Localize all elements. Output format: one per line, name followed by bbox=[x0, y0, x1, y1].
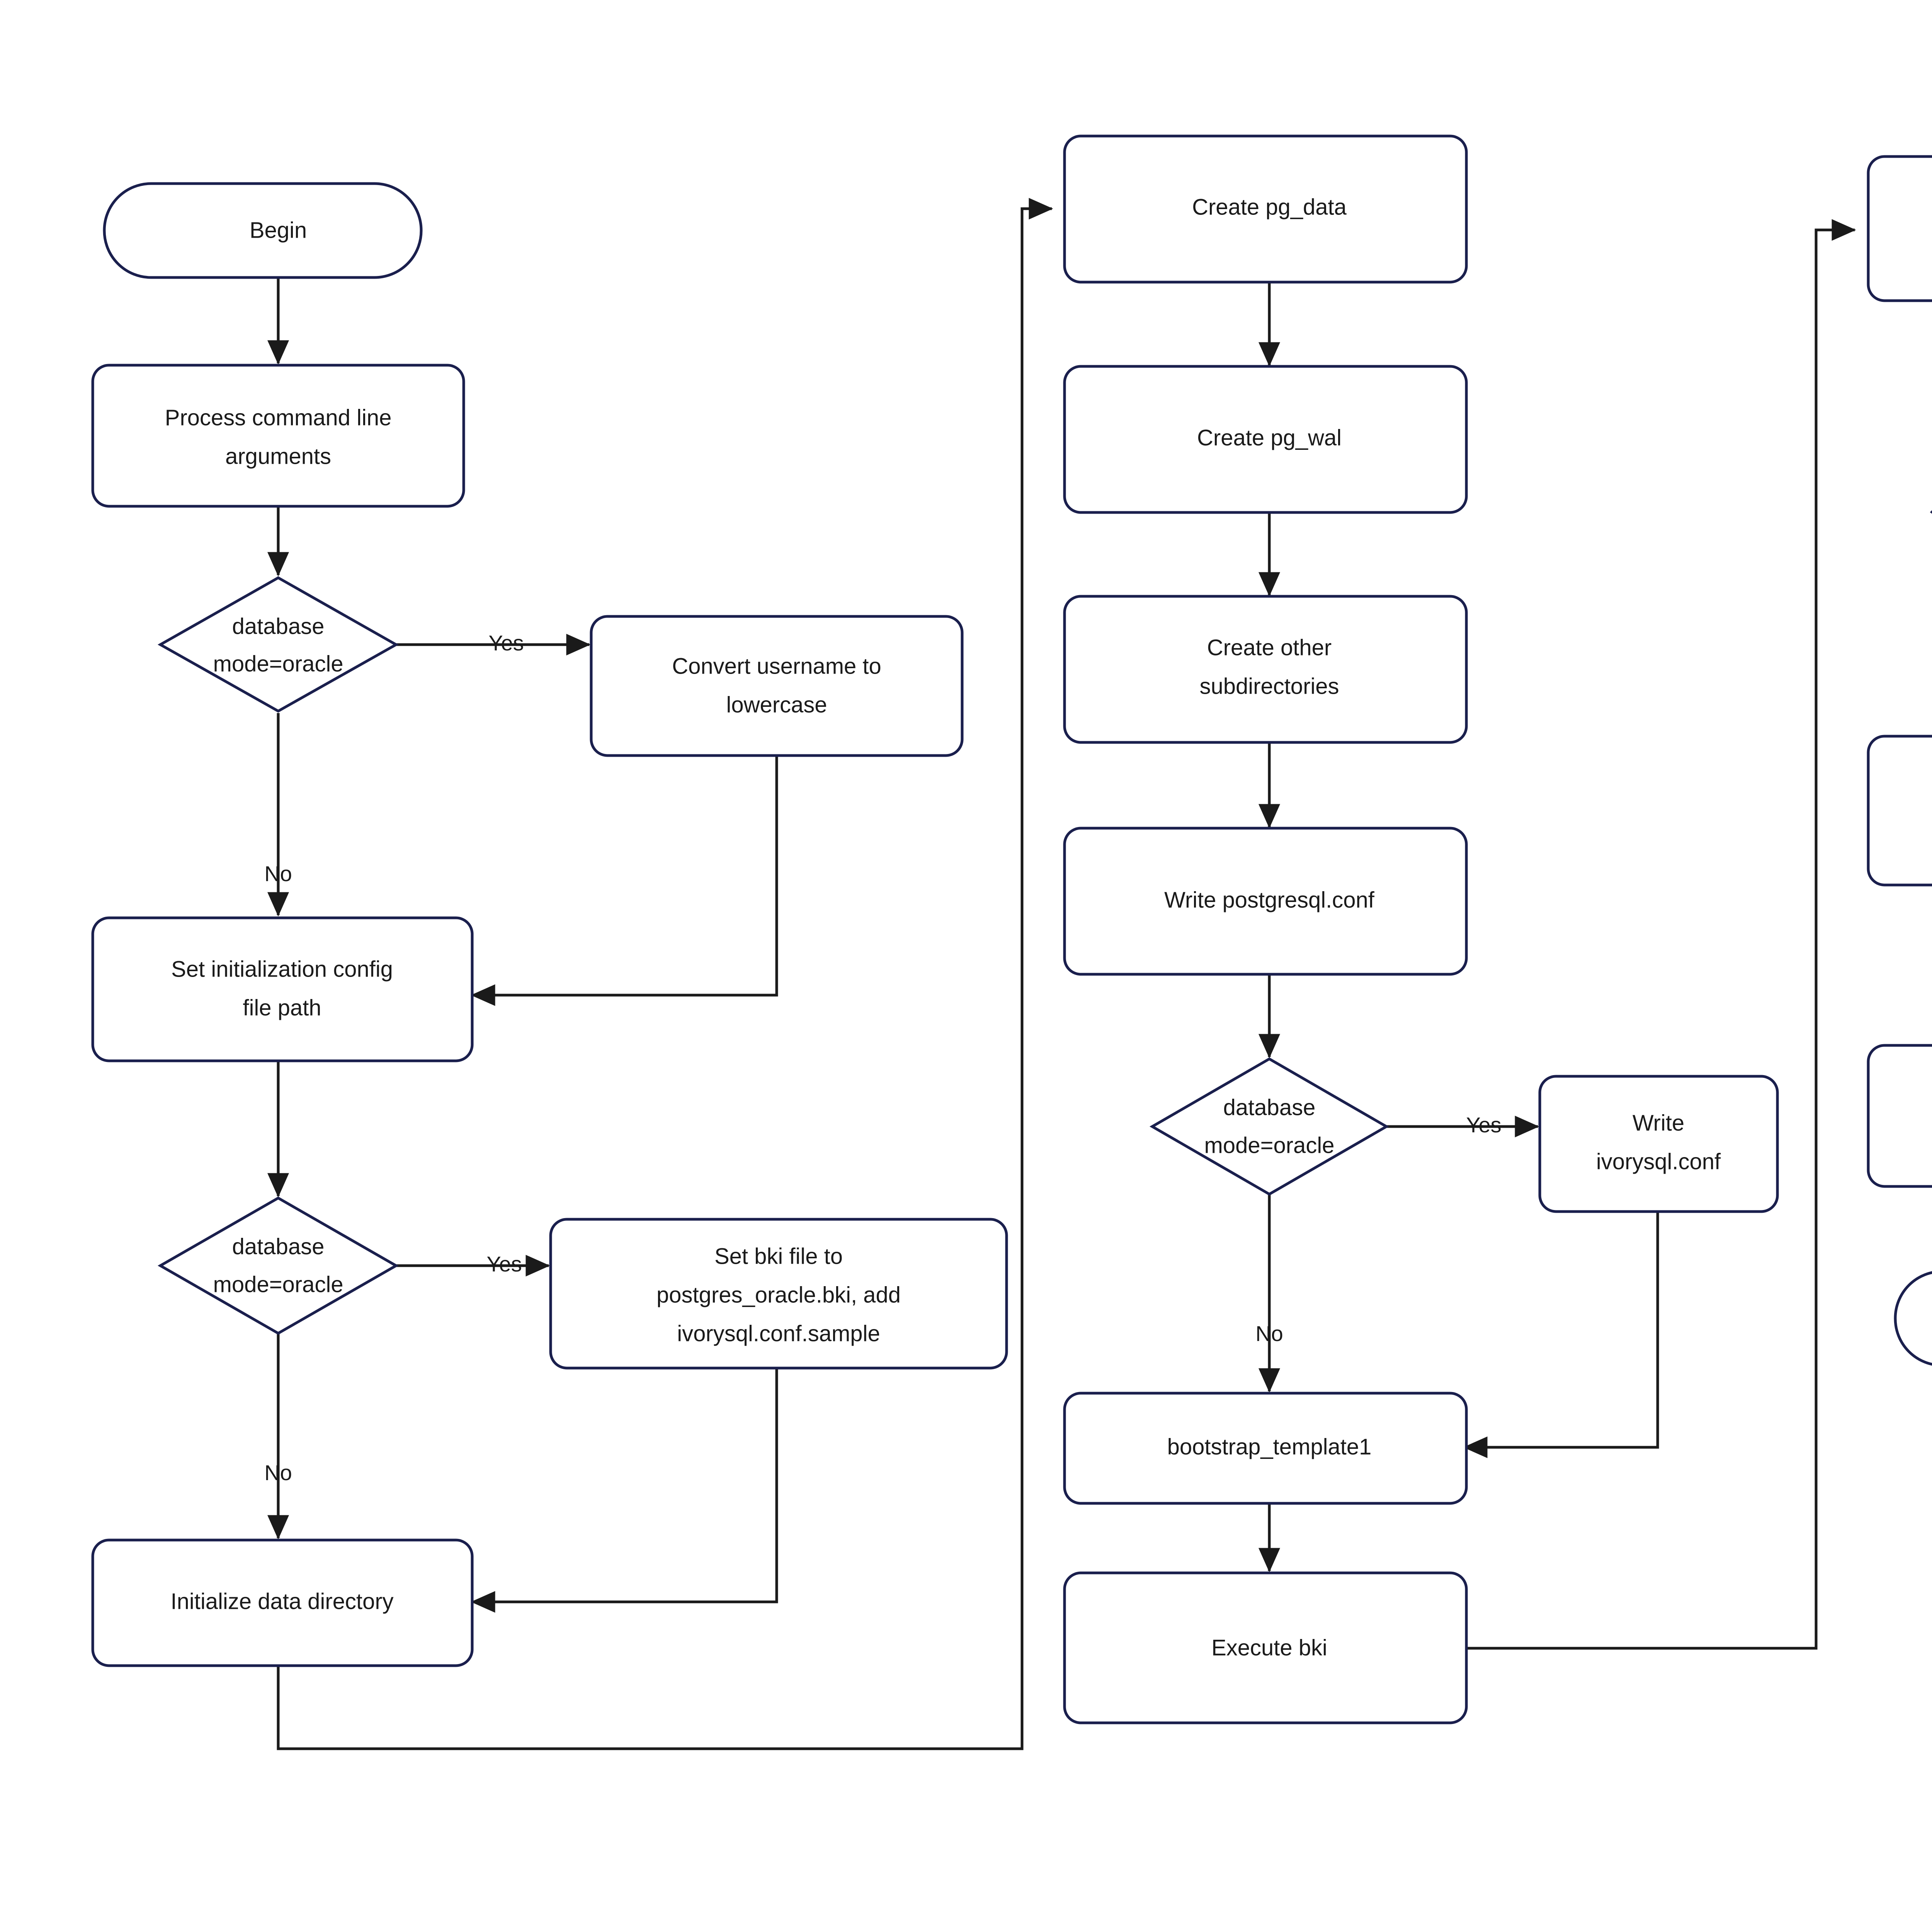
decision3-label-line2: mode=oracle bbox=[1204, 1133, 1335, 1158]
execute-bki-shape bbox=[1063, 1571, 1468, 1724]
set-bki-label-line3: ivorysql.conf.sample bbox=[677, 1321, 880, 1346]
edge-init-data-dir-to-create-pg-data bbox=[277, 198, 1053, 1750]
edge-label-yes-3: Yes bbox=[1466, 1113, 1501, 1137]
convert-username-label-line1: Convert username to bbox=[672, 654, 881, 679]
create-other-subdirs-label-line2: subdirectories bbox=[1199, 674, 1339, 699]
write-postgresql-conf-label: Write postgresql.conf bbox=[1164, 887, 1375, 912]
edge-label-no-1: No bbox=[264, 861, 292, 886]
decision3-label-line1: database bbox=[1223, 1095, 1316, 1120]
create-other-subdirs-label-line1: Create other bbox=[1207, 635, 1332, 660]
edge-labels: Yes No Yes No Yes No Yes No bbox=[264, 631, 1501, 1485]
node-create-pg-wal[interactable]: Create pg_wal bbox=[1063, 365, 1468, 514]
decision3-shape bbox=[1150, 1057, 1389, 1196]
end-shape bbox=[1894, 1271, 1932, 1366]
init-data-dir-label: Initialize data directory bbox=[170, 1589, 393, 1614]
execute-bki-label: Execute bki bbox=[1211, 1635, 1327, 1660]
node-bootstrap-template1[interactable]: bootstrap_template1 bbox=[1063, 1392, 1468, 1505]
process-args-shape bbox=[91, 364, 465, 508]
node-create-other-subdirectories[interactable]: Create other subdirectories bbox=[1063, 595, 1468, 744]
set-bki-label-line1: Set bki file to bbox=[714, 1244, 843, 1269]
create-pg-wal-shape bbox=[1063, 365, 1468, 514]
connectors bbox=[267, 198, 1856, 1750]
process-args-label-line2: arguments bbox=[225, 444, 331, 469]
write-ivorysql-conf-label-line2: ivorysql.conf bbox=[1596, 1149, 1721, 1174]
node-decision-database-mode-oracle-2[interactable]: database mode=oracle bbox=[157, 1196, 399, 1335]
set-init-config-shape bbox=[91, 916, 474, 1062]
init-db-objects-shape bbox=[1867, 155, 1932, 302]
set-init-config-label-line2: file path bbox=[243, 995, 321, 1020]
decision2-label-line1: database bbox=[232, 1234, 325, 1259]
bootstrap-template1-label: bootstrap_template1 bbox=[1167, 1434, 1372, 1459]
write-ivorysql-conf-label-line1: Write bbox=[1633, 1110, 1684, 1135]
node-set-initialization-config-file-path[interactable]: Set initialization config file path bbox=[91, 916, 474, 1062]
edge-write-ivorysql-conf-to-bootstrap-template1 bbox=[1463, 1212, 1659, 1458]
process-args-label-line1: Process command line bbox=[165, 405, 392, 430]
write-ivorysql-conf-shape bbox=[1538, 1075, 1779, 1213]
print-completion-shape bbox=[1867, 1044, 1932, 1188]
decision1-label-line1: database bbox=[232, 614, 325, 639]
init-data-dir-shape bbox=[91, 1538, 474, 1667]
node-create-pg-data[interactable]: Create pg_data bbox=[1063, 134, 1468, 284]
node-set-bki-file[interactable]: Set bki file to postgres_oracle.bki, add… bbox=[549, 1218, 1008, 1370]
node-execute-bki[interactable]: Execute bki bbox=[1063, 1571, 1468, 1724]
convert-username-shape bbox=[590, 615, 964, 757]
node-begin[interactable]: Begin bbox=[103, 182, 423, 279]
create-other-subdirs-shape bbox=[1063, 595, 1468, 744]
write-postgresql-conf-shape bbox=[1063, 827, 1468, 976]
decision2-label-line2: mode=oracle bbox=[213, 1272, 344, 1297]
bootstrap-template1-shape bbox=[1063, 1392, 1468, 1505]
node-process-command-line-arguments[interactable]: Process command line arguments bbox=[91, 364, 465, 508]
edge-label-yes-2: Yes bbox=[486, 1252, 522, 1276]
set-bki-label-line2: postgres_oracle.bki, add bbox=[656, 1282, 901, 1307]
create-pg-data-shape bbox=[1063, 134, 1468, 284]
node-end[interactable]: End bbox=[1894, 1271, 1932, 1366]
set-init-config-label-line1: Set initialization config bbox=[171, 956, 393, 982]
create-pg-wal-label: Create pg_wal bbox=[1197, 425, 1342, 450]
node-load-databases[interactable]: Load template0, postgres, ivorysql datab… bbox=[1867, 735, 1932, 887]
create-pg-data-label: Create pg_data bbox=[1192, 194, 1347, 220]
decision1-shape bbox=[157, 576, 399, 713]
convert-username-label-line2: lowercase bbox=[726, 692, 827, 717]
node-write-postgresql-conf[interactable]: Write postgresql.conf bbox=[1063, 827, 1468, 976]
edge-label-no-2: No bbox=[264, 1460, 292, 1485]
node-initialize-database-objects[interactable]: Initialize database objects bbox=[1867, 155, 1932, 302]
node-decision-database-mode-oracle-1[interactable]: database mode=oracle bbox=[157, 576, 399, 713]
load-databases-shape bbox=[1867, 735, 1932, 887]
node-print-completion-message[interactable]: Print completion message bbox=[1867, 1044, 1932, 1188]
edge-set-bki-to-init-data-dir bbox=[471, 1368, 778, 1613]
edge-execute-bki-to-init-db-objects bbox=[1464, 219, 1856, 1650]
node-convert-username-to-lowercase[interactable]: Convert username to lowercase bbox=[590, 615, 964, 757]
edge-label-yes-1: Yes bbox=[488, 631, 524, 655]
begin-shape bbox=[103, 182, 423, 279]
decision1-label-line2: mode=oracle bbox=[213, 651, 344, 676]
node-decision-database-mode-oracle-3[interactable]: database mode=oracle bbox=[1150, 1057, 1389, 1196]
edge-label-no-3: No bbox=[1255, 1321, 1283, 1346]
edge-convert-username-to-set-init-config bbox=[471, 756, 778, 1006]
set-bki-shape bbox=[549, 1218, 1008, 1370]
begin-label: Begin bbox=[250, 218, 307, 243]
node-initialize-data-directory[interactable]: Initialize data directory bbox=[91, 1538, 474, 1667]
decision2-shape bbox=[157, 1196, 399, 1335]
node-write-ivorysql-conf[interactable]: Write ivorysql.conf bbox=[1538, 1075, 1779, 1213]
